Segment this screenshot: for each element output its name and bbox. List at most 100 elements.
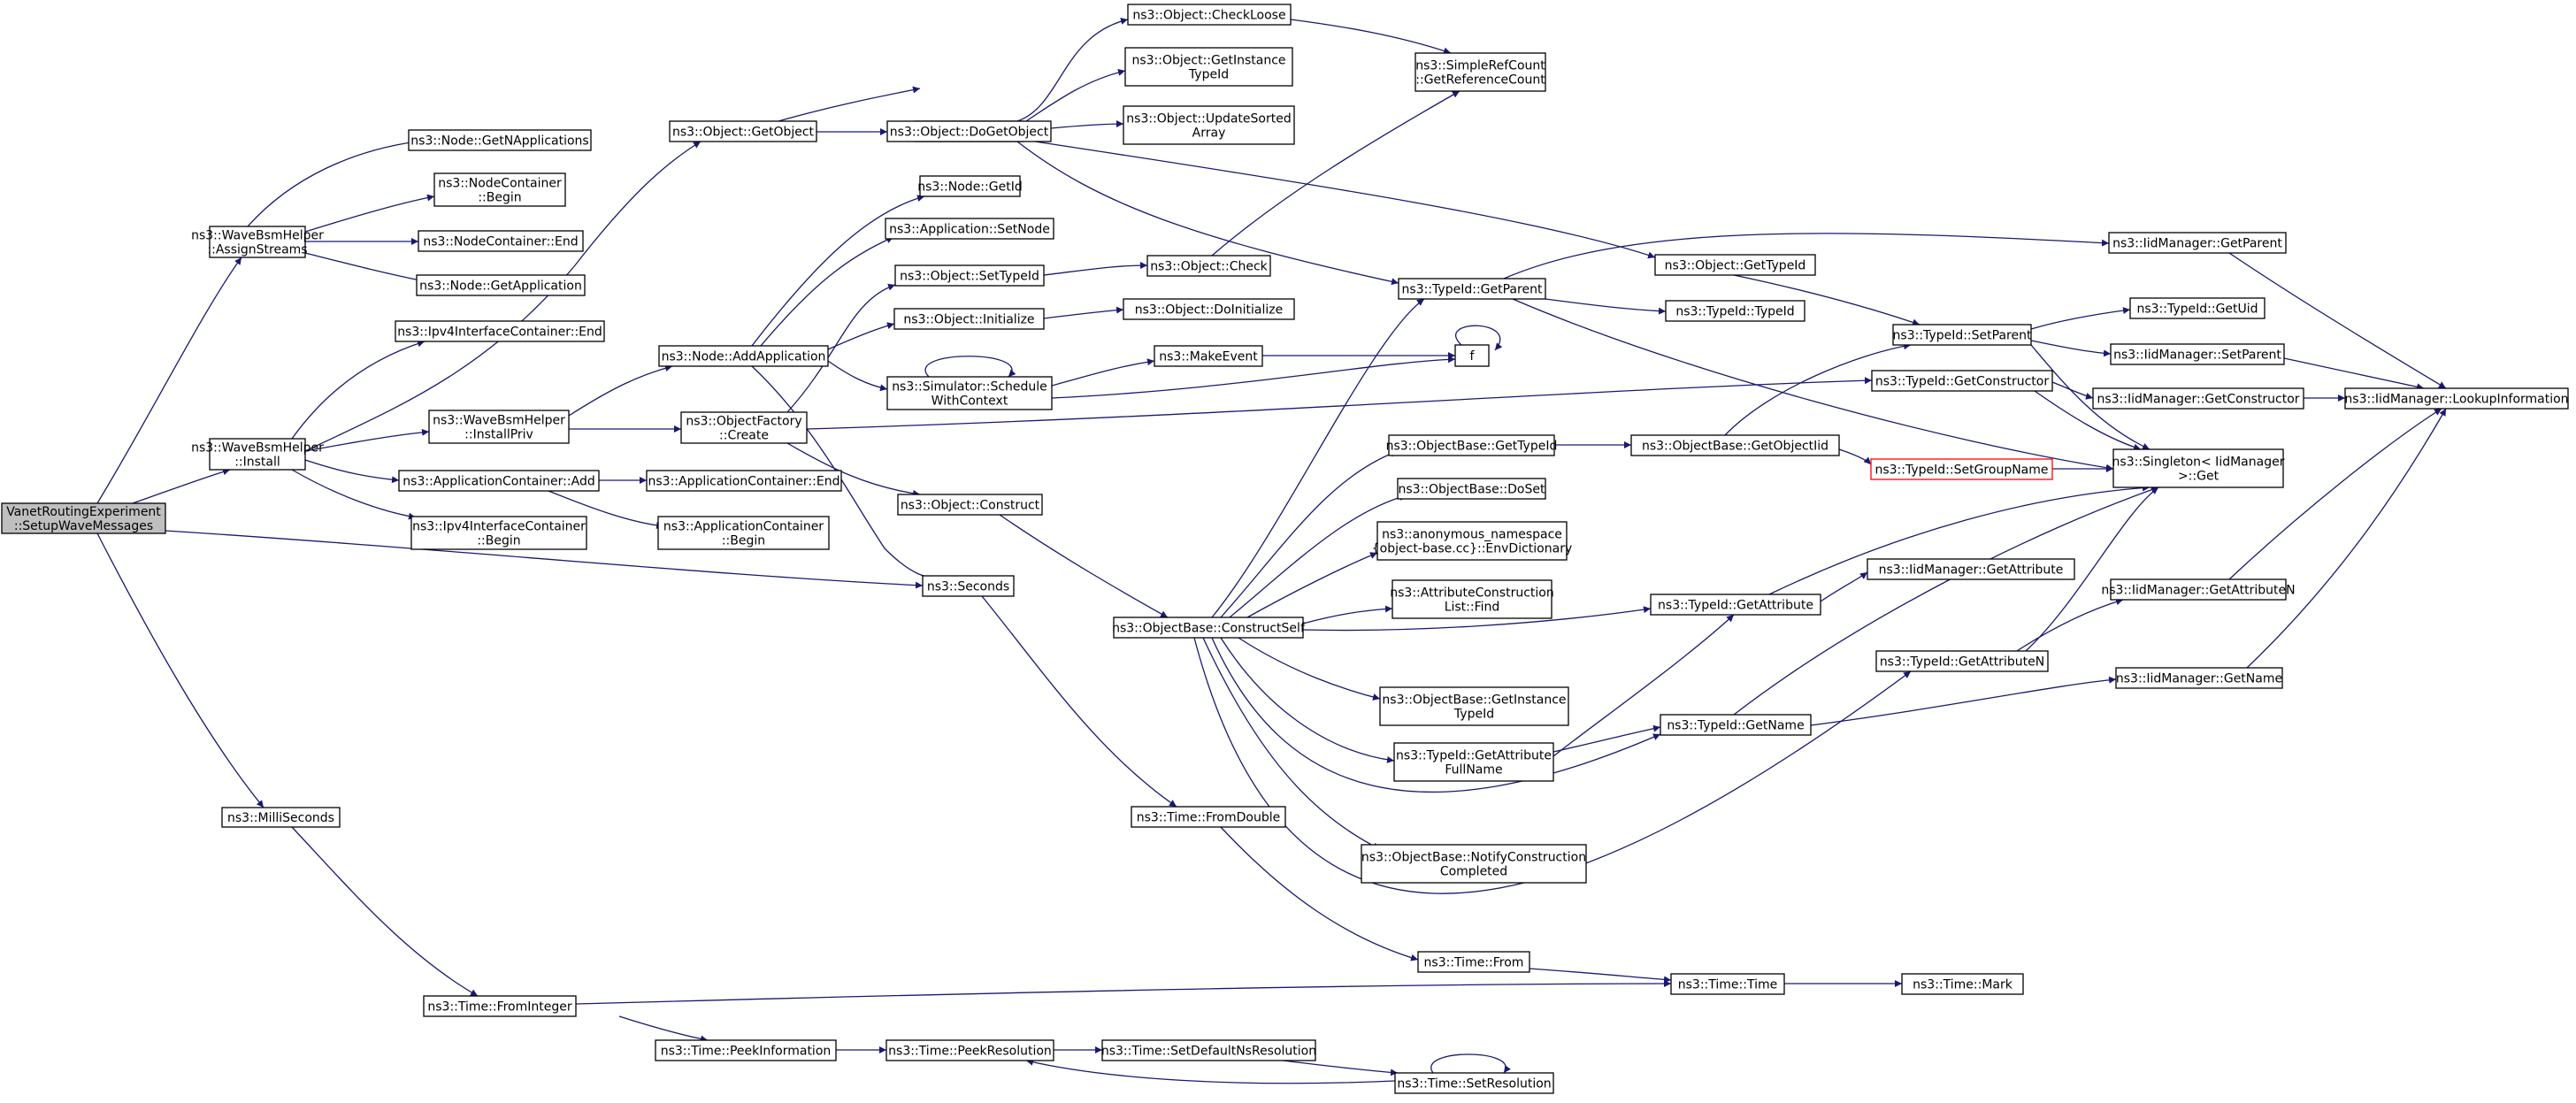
edge-doget-to-obj_gettypeid bbox=[1034, 141, 1656, 259]
node-label: TypeId bbox=[1188, 68, 1229, 82]
edge-cs-to-doset bbox=[1229, 494, 1407, 618]
node-getrefcount[interactable]: ns3::SimpleRefCount::GetReferenceCount bbox=[1414, 52, 1546, 92]
node-doget[interactable]: ns3::Object::DoGetObject bbox=[886, 120, 1052, 142]
edge-tid_getparent-to-tid_typeid bbox=[1545, 298, 1667, 315]
node-singleton_get[interactable]: ns3::Singleton< IidManager >::Get bbox=[2112, 448, 2285, 488]
node-installpriv[interactable]: ns3::WaveBsmHelper::InstallPriv bbox=[428, 410, 570, 444]
node-tid_getctor[interactable]: ns3::TypeId::GetConstructor bbox=[1871, 370, 2053, 392]
node-notifycc[interactable]: ns3::ObjectBase::NotifyConstructionCompl… bbox=[1361, 844, 1587, 884]
node-box bbox=[2115, 667, 2283, 689]
node-root[interactable]: VanetRoutingExperiment::SetupWaveMessage… bbox=[1, 502, 166, 534]
node-of_create[interactable]: ns3::ObjectFactory::Create bbox=[680, 411, 808, 444]
node-ac_add[interactable]: ns3::ApplicationContainer::Add bbox=[398, 470, 600, 492]
node-doinit[interactable]: ns3::Object::DoInitialize bbox=[1123, 298, 1295, 320]
node-tid_typeid[interactable]: ns3::TypeId::TypeId bbox=[1665, 300, 1806, 322]
node-label: ns3::ApplicationContainer::Add bbox=[402, 475, 594, 489]
node-ac_end[interactable]: ns3::ApplicationContainer::End bbox=[646, 470, 842, 492]
node-label: ns3::Object::UpdateSorted bbox=[1126, 112, 1291, 126]
node-doset[interactable]: ns3::ObjectBase::DoSet bbox=[1397, 478, 1546, 500]
node-cs[interactable]: ns3::ObjectBase::ConstructSelf bbox=[1112, 617, 1306, 639]
node-tid_setgroup[interactable]: ns3::TypeId::SetGroupName bbox=[1870, 458, 2053, 480]
node-label: ns3::Object::Check bbox=[1150, 260, 1268, 274]
node-label: ns3::IidManager::GetConstructor bbox=[2097, 393, 2299, 407]
node-getapplication[interactable]: ns3::Node::GetApplication bbox=[416, 274, 586, 296]
node-app_setnode[interactable]: ns3::Application::SetNode bbox=[885, 218, 1054, 240]
node-setdefres[interactable]: ns3::Time::SetDefaultNsResolution bbox=[1101, 1039, 1316, 1061]
node-time_mark[interactable]: ns3::Time::Mark bbox=[1901, 973, 2024, 995]
node-label: ns3::Ipv4InterfaceContainer bbox=[412, 520, 586, 534]
node-label: ns3::ObjectFactory bbox=[686, 415, 801, 429]
node-initialize[interactable]: ns3::Object::Initialize bbox=[893, 308, 1045, 330]
node-settypeid[interactable]: ns3::Object::SetTypeId bbox=[894, 264, 1045, 287]
node-tid_getattr[interactable]: ns3::TypeId::GetAttribute bbox=[1650, 594, 1821, 616]
node-iid_getctor[interactable]: ns3::IidManager::GetConstructor bbox=[2092, 387, 2304, 410]
node-label: f bbox=[1470, 349, 1476, 364]
node-iid_getattrn[interactable]: ns3::IidManager::GetAttributeN bbox=[2101, 578, 2296, 601]
node-label: List::Find bbox=[1445, 601, 1500, 615]
node-ob_gettypeid[interactable]: ns3::ObjectBase::GetTypeId bbox=[1386, 434, 1558, 456]
node-label: ns3::Object::DoGetObject bbox=[890, 126, 1049, 140]
node-tid_getuid[interactable]: ns3::TypeId::GetUid bbox=[2129, 297, 2266, 319]
node-tid_setparent[interactable]: ns3::TypeId::SetParent bbox=[1892, 324, 2032, 346]
node-ipv4ic_end[interactable]: ns3::Ipv4InterfaceContainer::End bbox=[395, 320, 605, 342]
node-fromdouble[interactable]: ns3::Time::FromDouble bbox=[1131, 806, 1286, 828]
node-tid_getattrn[interactable]: ns3::TypeId::GetAttributeN bbox=[1875, 650, 2049, 672]
edge-cs-to-acl_find bbox=[1302, 605, 1393, 624]
node-iid_lookup[interactable]: ns3::IidManager::LookupInformation bbox=[2344, 387, 2569, 410]
node-label: ns3::WaveBsmHelper bbox=[433, 414, 565, 428]
node-node_getid[interactable]: ns3::Node::GetId bbox=[917, 175, 1023, 197]
node-makeevent[interactable]: ns3::MakeEvent bbox=[1154, 345, 1263, 367]
node-f[interactable]: f bbox=[1454, 344, 1490, 367]
edge-root-to-milliseconds bbox=[96, 532, 264, 808]
node-nc_begin[interactable]: ns3::NodeContainer::Begin bbox=[433, 172, 566, 207]
node-iid_setparent[interactable]: ns3::IidManager::SetParent bbox=[2110, 343, 2285, 365]
node-nc_end[interactable]: ns3::NodeContainer::End bbox=[418, 230, 584, 252]
node-install[interactable]: ns3::WaveBsmHelper::Install bbox=[191, 438, 324, 471]
node-milliseconds[interactable]: ns3::MilliSeconds bbox=[221, 807, 341, 828]
node-fromint[interactable]: ns3::Time::FromInteger bbox=[423, 995, 577, 1017]
node-setresolution[interactable]: ns3::Time::SetResolution bbox=[1394, 1072, 1554, 1094]
node-envdict[interactable]: ns3::anonymous_namespace{object-base.cc}… bbox=[1372, 521, 1572, 561]
edge-fromint-to-peekinfo bbox=[618, 1015, 709, 1043]
node-assignstreams[interactable]: ns3::WaveBsmHelper::AssignStreams bbox=[191, 226, 324, 258]
node-box bbox=[1124, 47, 1293, 87]
node-ac_begin[interactable]: ns3::ApplicationContainer::Begin bbox=[657, 516, 830, 550]
node-box bbox=[919, 175, 1021, 197]
node-obj_check[interactable]: ns3::Object::Check bbox=[1146, 255, 1271, 277]
node-ipv4ic_begin[interactable]: ns3::Ipv4InterfaceContainer::Begin bbox=[410, 516, 587, 550]
node-label: ::GetReferenceCount bbox=[1415, 73, 1545, 88]
node-peekinfo[interactable]: ns3::Time::PeekInformation bbox=[655, 1039, 837, 1061]
node-box bbox=[1379, 686, 1569, 726]
edge-f-to-f bbox=[1454, 325, 1503, 351]
node-label: TypeId bbox=[1453, 708, 1494, 722]
node-iid_getname[interactable]: ns3::IidManager::GetName bbox=[2115, 667, 2283, 689]
node-checkloose[interactable]: ns3::Object::CheckLoose bbox=[1127, 4, 1292, 26]
node-iid_getparent[interactable]: ns3::IidManager::GetParent bbox=[2108, 232, 2287, 254]
node-getobject[interactable]: ns3::Object::GetObject bbox=[669, 120, 817, 142]
node-getnapps[interactable]: ns3::Node::GetNApplications bbox=[408, 129, 592, 151]
node-time_from[interactable]: ns3::Time::From bbox=[1417, 951, 1530, 973]
node-box bbox=[1394, 1072, 1554, 1094]
node-tid_getparent[interactable]: ns3::TypeId::GetParent bbox=[1398, 278, 1546, 300]
node-time_time[interactable]: ns3::Time::Time bbox=[1670, 973, 1785, 995]
node-label: ns3::NodeContainer bbox=[438, 177, 562, 191]
node-iid_getattr[interactable]: ns3::IidManager::GetAttribute bbox=[1867, 558, 2075, 580]
node-box bbox=[886, 1039, 1054, 1061]
node-addapplication[interactable]: ns3::Node::AddApplication bbox=[658, 345, 829, 367]
node-obj_gettypeid[interactable]: ns3::Object::GetTypeId bbox=[1654, 254, 1816, 276]
node-peekres[interactable]: ns3::Time::PeekResolution bbox=[886, 1039, 1054, 1061]
node-seconds[interactable]: ns3::Seconds bbox=[922, 575, 1015, 597]
node-label: ns3::Singleton< IidManager bbox=[2112, 456, 2285, 470]
node-construct[interactable]: ns3::Object::Construct bbox=[897, 494, 1043, 516]
edge-cs-to-tid_getname bbox=[1211, 637, 1661, 793]
node-box bbox=[1901, 973, 2024, 995]
node-tid_getname[interactable]: ns3::TypeId::GetName bbox=[1660, 714, 1812, 736]
node-getobjectiid[interactable]: ns3::ObjectBase::GetObjectIid bbox=[1630, 434, 1840, 456]
edge-install-to-ipv4ic_begin bbox=[291, 469, 417, 520]
